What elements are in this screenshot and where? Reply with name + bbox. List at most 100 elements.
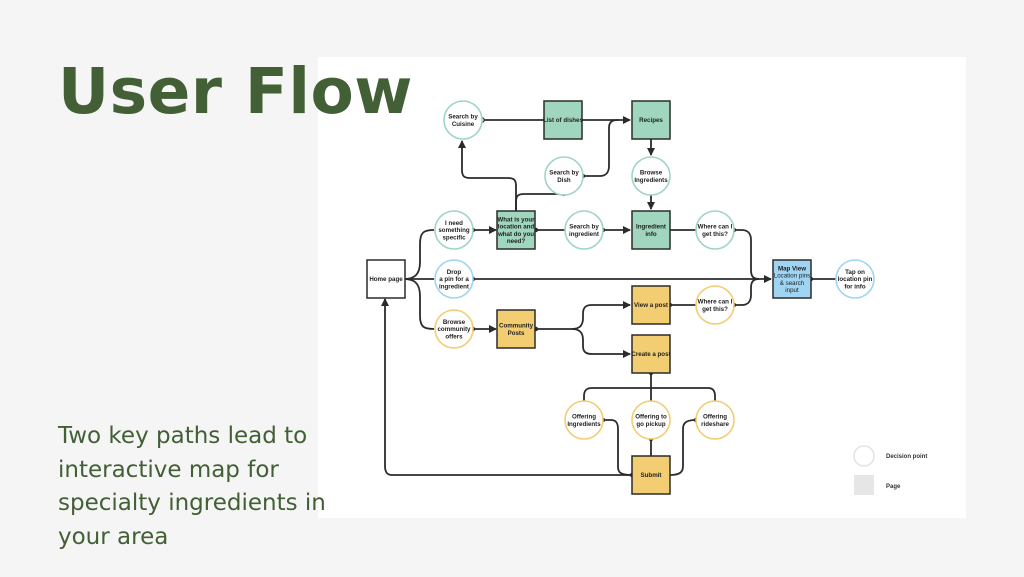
node-list-dishes[interactable]: List of dishes <box>543 100 583 140</box>
edge-home-page-to-browse-community <box>403 278 435 330</box>
edge-create-post-to-offering-rideshare <box>651 387 716 401</box>
page-box <box>366 259 406 299</box>
node-label: Search by <box>549 170 579 177</box>
node-label: Tap on <box>845 269 865 276</box>
node-label: location pin <box>838 276 873 283</box>
node-label: Search by <box>448 114 478 121</box>
node-home-page[interactable]: Home page <box>366 259 406 299</box>
decision-circle <box>434 210 474 250</box>
node-label: Where can I <box>698 224 733 231</box>
node-label: offers <box>445 334 463 341</box>
page-subtitle: Two key paths lead to interactive map fo… <box>58 423 326 550</box>
decision-circle <box>564 400 604 440</box>
node-label: Home page <box>369 276 403 283</box>
node-label: Community <box>499 323 534 330</box>
node-label: Offering <box>572 414 596 421</box>
edge-community-posts-to-create-post <box>571 328 631 358</box>
decision-circle <box>544 156 584 196</box>
node-label: need? <box>507 238 525 245</box>
edge-home-page-to-need-specific <box>403 229 435 280</box>
node-label: for info <box>844 284 866 291</box>
node-label: Location pins <box>774 273 810 280</box>
page-box <box>496 210 536 250</box>
edge-where-green-to-map-view <box>734 229 760 280</box>
node-label: Ingredients <box>567 421 601 428</box>
decision-circle <box>631 156 671 196</box>
node-label: Dish <box>557 177 571 184</box>
edge-community-posts-to-view-post <box>536 301 631 330</box>
node-label: rideshare <box>701 421 729 428</box>
page-box <box>631 285 671 325</box>
node-view-post[interactable]: View a post <box>631 285 671 325</box>
decision-circle <box>434 259 474 299</box>
edge-where-yellow-to-map-view <box>734 278 760 306</box>
node-create-post[interactable]: Create a post <box>631 334 671 374</box>
node-label: go pickup <box>636 421 665 428</box>
node-label: I need <box>445 220 463 227</box>
node-label: community <box>437 326 471 333</box>
decision-circle <box>695 210 735 250</box>
legend-page-label: Page <box>886 484 901 490</box>
node-label: ingredient <box>569 231 599 238</box>
decision-circle <box>443 100 483 140</box>
node-label: input <box>785 287 799 294</box>
node-label: Map View <box>778 265 806 272</box>
node-label: Search by <box>569 224 599 231</box>
legend-decision-label: Decision point <box>886 454 927 460</box>
page-box <box>772 259 812 299</box>
node-recipes[interactable]: Recipes <box>631 100 671 140</box>
page-box <box>543 100 583 140</box>
decision-circle <box>695 400 735 440</box>
node-label: location and <box>498 224 535 231</box>
legend: Decision point Page <box>853 445 927 495</box>
edge-location-need-to-search-dish <box>515 193 565 211</box>
decision-circle <box>631 400 671 440</box>
page-title: User Flow <box>58 55 413 128</box>
edge-submit-to-home-page <box>381 298 632 476</box>
node-label: specific <box>442 235 466 242</box>
node-label: Ingredient <box>636 224 666 231</box>
page-box <box>631 334 671 374</box>
page-box <box>631 100 671 140</box>
legend-page-swatch <box>854 475 874 495</box>
node-label: get this? <box>702 306 728 313</box>
legend-decision-swatch <box>853 445 875 467</box>
node-label: Ingredients <box>634 177 668 184</box>
node-label: & search <box>780 280 805 287</box>
node-label: Offering <box>703 414 727 421</box>
edge-offering-ingredients-to-submit <box>603 419 633 476</box>
edge-search-dish-to-recipes <box>583 119 619 177</box>
node-label: info <box>645 231 657 238</box>
page-box <box>496 309 536 349</box>
node-label: a pin for a <box>439 276 469 283</box>
node-label: Submit <box>641 472 662 479</box>
decision-circle <box>564 210 604 250</box>
node-label: get this? <box>702 231 728 238</box>
node-submit[interactable]: Submit <box>631 455 671 495</box>
page-box <box>631 210 671 250</box>
node-label: Create a post <box>631 351 670 358</box>
decision-circle <box>434 309 474 349</box>
edge-location-need-to-search-cuisine <box>458 140 517 211</box>
node-label: ingredient <box>439 284 469 291</box>
node-label: Recipes <box>639 117 663 124</box>
